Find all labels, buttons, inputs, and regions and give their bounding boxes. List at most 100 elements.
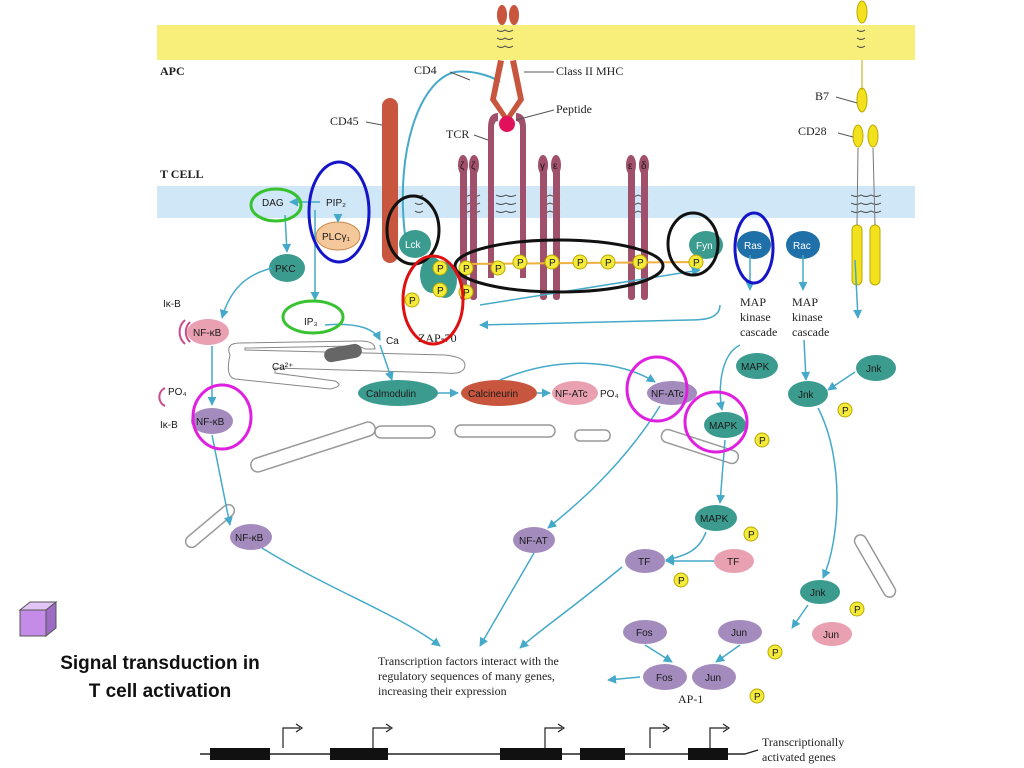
mapk-2-node (704, 412, 746, 438)
p-marker: P (404, 292, 420, 308)
pkc-node (269, 254, 305, 282)
nfkb-top-node (187, 319, 229, 345)
nfatc-po4-node (552, 381, 598, 405)
jnk-2-node (788, 381, 828, 407)
note-line-3: increasing their expression (378, 684, 507, 698)
p-marker: P (767, 644, 783, 660)
map-cascade-2-line2: kinase (792, 310, 823, 324)
b7-label: B7 (815, 89, 829, 103)
peptide-shape (499, 116, 515, 132)
slide-title-line-2: T cell activation (88, 681, 232, 702)
jun-2-node (812, 622, 852, 646)
p-marker: P (458, 260, 474, 276)
mapk-3-node (695, 505, 737, 531)
note-line-1: Transcription factors interact with the (378, 654, 559, 668)
svg-text:P: P (495, 264, 502, 275)
cd45-shape (382, 98, 398, 263)
ikb-top-label: Iκ-B (163, 299, 181, 310)
p-marker: P (512, 254, 528, 270)
svg-text:P: P (772, 648, 779, 659)
p-marker: P (432, 282, 448, 298)
p-marker: P (688, 254, 704, 270)
mapk-2-label: MAPK (709, 421, 738, 432)
rac-label: Rac (793, 241, 811, 252)
svg-text:P: P (605, 258, 612, 269)
jnk-3-node (800, 580, 840, 604)
genes-line-2: activated genes (762, 750, 836, 764)
er-membrane (227, 340, 466, 390)
jnk-3-label: Jnk (810, 588, 827, 599)
plcg-label: PLCγ₁ (322, 232, 350, 243)
svg-text:P: P (854, 605, 861, 616)
fos-2-node (643, 664, 687, 690)
svg-text:P: P (678, 576, 685, 587)
lck-node (399, 230, 431, 258)
jnk-2-label: Jnk (798, 390, 815, 401)
p-marker: P (673, 572, 689, 588)
cd3-chains (458, 155, 649, 300)
nfkb-mid-node (191, 408, 233, 434)
map-cascade-2-line3: cascade (792, 325, 829, 339)
p-marker: P (743, 526, 759, 542)
fos-2-label: Fos (656, 673, 673, 684)
svg-text:P: P (409, 296, 416, 307)
cd45-label: CD45 (330, 114, 359, 128)
map-cascade-2-line1: MAP (792, 295, 818, 309)
p-marker: P (837, 402, 853, 418)
chain-label-2: ζ (471, 161, 476, 172)
svg-text:P: P (437, 264, 444, 275)
highlight-circles (191, 160, 775, 454)
chain-label-3: γ (540, 161, 545, 172)
t-cell-label: T CELL (160, 167, 203, 181)
svg-text:P: P (549, 258, 556, 269)
svg-text:P: P (748, 530, 755, 541)
lck-label: Lck (405, 240, 422, 251)
pkc-label: PKC (275, 264, 296, 275)
p-marker: P (432, 260, 448, 276)
chain-label-5: ε (628, 161, 633, 172)
phosphate-groups: P P P P P P P P P P P P P P P P P P P (404, 254, 865, 704)
chain-label-6: δ (641, 161, 647, 172)
chain-label-4: ε (553, 161, 558, 172)
class-ii-mhc-label: Class II MHC (556, 64, 623, 78)
nfkb-nuc-label: NF-κB (235, 533, 264, 544)
cube-icon (18, 600, 58, 638)
p-marker: P (544, 254, 560, 270)
p-marker: P (632, 254, 648, 270)
zap70-label: ZAP-70 (418, 331, 457, 345)
ca-channel (324, 343, 362, 363)
dag-label: DAG (262, 198, 284, 209)
ras-label: Ras (744, 241, 762, 252)
jun-1-label: Jun (731, 628, 747, 639)
ap1-label: AP-1 (678, 692, 703, 706)
tf-1-label: TF (638, 557, 650, 568)
map-cascade-1-line2: kinase (740, 310, 771, 324)
map-cascade-1-line3: cascade (740, 325, 777, 339)
fyn-node (689, 231, 723, 259)
svg-text:P: P (517, 258, 524, 269)
ca-short-label: Ca (386, 336, 399, 347)
rac-node (786, 231, 820, 259)
ca-label: Ca²⁺ (272, 362, 293, 373)
tcr-shape (488, 113, 526, 278)
calcineurin-node (461, 380, 537, 406)
cd4-label: CD4 (414, 63, 437, 77)
svg-text:P: P (437, 286, 444, 297)
class-ii-mhc-shape (490, 5, 524, 120)
chain-label-1: ζ (460, 161, 465, 172)
svg-text:P: P (577, 258, 584, 269)
tf-1-node (625, 549, 665, 573)
p-marker: P (572, 254, 588, 270)
fos-1-label: Fos (636, 628, 653, 639)
po4-label: PO₄ (168, 387, 187, 398)
nfkb-mid-label: NF-κB (196, 417, 225, 428)
jnk-1-label: Jnk (866, 364, 883, 375)
nfat-label: NF-AT (519, 536, 548, 547)
mapk-1-node (736, 353, 778, 379)
jun-3-label: Jun (705, 673, 721, 684)
gene-strip (200, 723, 759, 760)
slide-title-line-1: Signal transduction in (60, 653, 260, 674)
mapk-1-label: MAPK (741, 362, 770, 373)
jun-2-label: Jun (823, 630, 839, 641)
